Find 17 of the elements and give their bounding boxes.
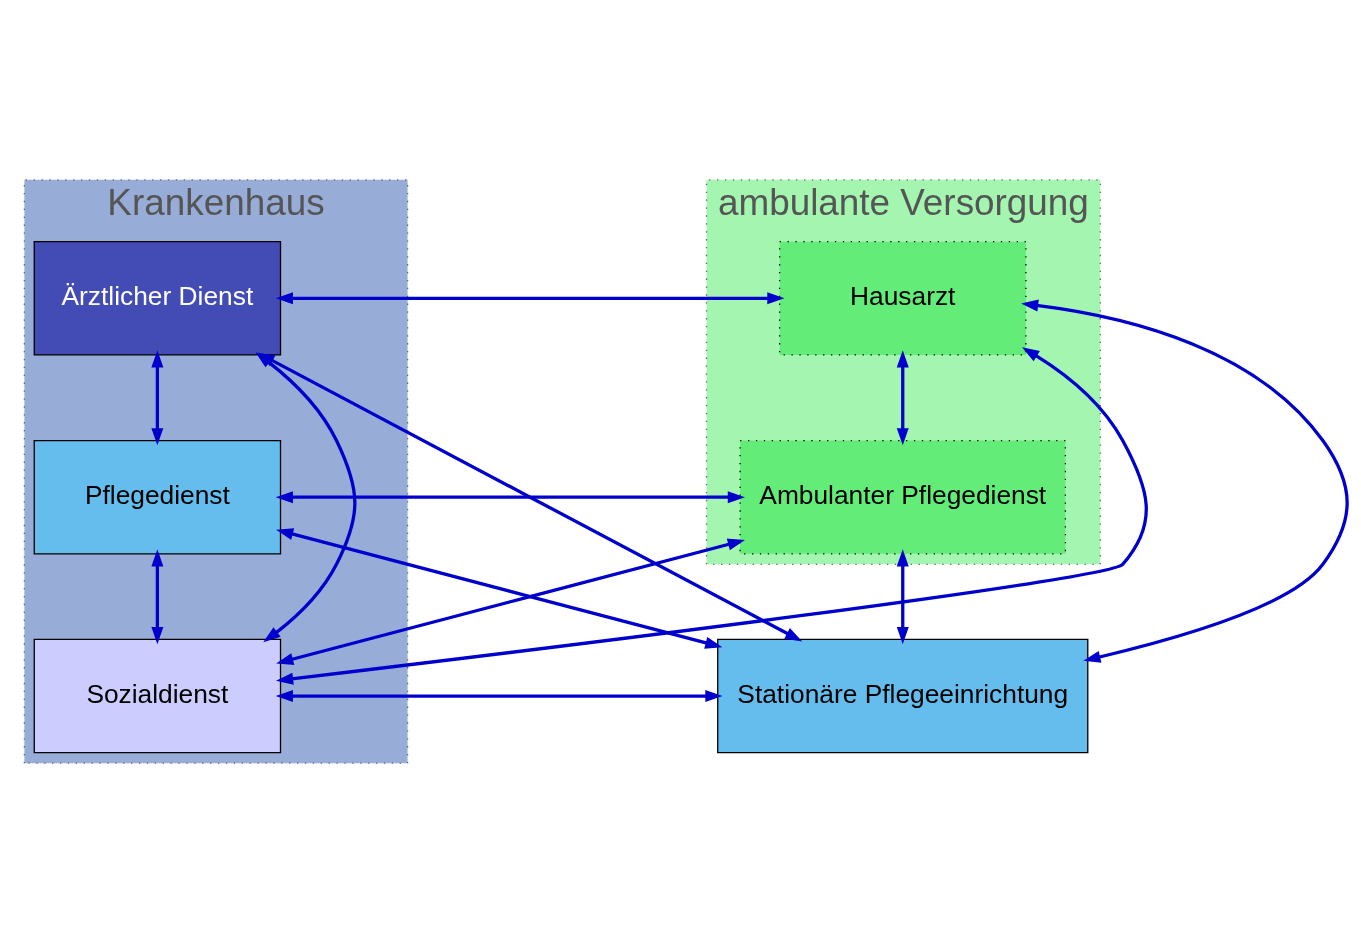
arrow bbox=[151, 349, 164, 445]
node-box: Ambulanter Pflegedienst bbox=[739, 439, 1067, 554]
arrow bbox=[896, 548, 909, 644]
arrow bbox=[275, 490, 745, 503]
arrow bbox=[1021, 299, 1349, 663]
arrow bbox=[275, 689, 723, 702]
node-box: Pflegedienst bbox=[33, 439, 282, 554]
node-box: Hausarzt bbox=[778, 240, 1027, 356]
node-box: Ärztlicher Dienst bbox=[33, 240, 282, 356]
arrow bbox=[276, 346, 1148, 685]
node-box: Sozialdienst bbox=[33, 638, 282, 753]
arrow bbox=[896, 349, 909, 445]
arrow bbox=[275, 291, 785, 304]
arrow bbox=[276, 538, 745, 665]
node-box: Stationäre Pflegeeinrichtung bbox=[717, 638, 1089, 753]
arrow bbox=[151, 548, 164, 644]
arrow bbox=[276, 527, 723, 649]
